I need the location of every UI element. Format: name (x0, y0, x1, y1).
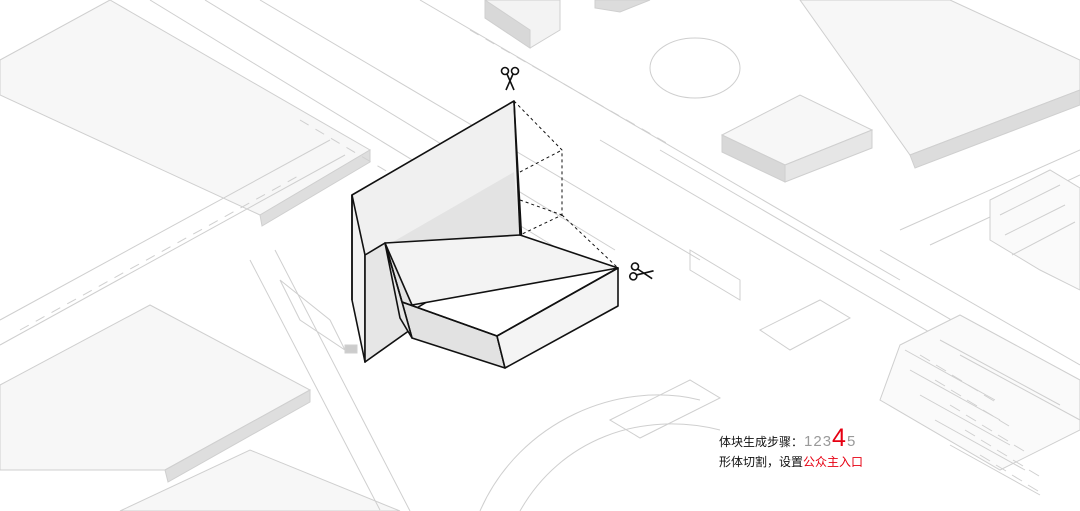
scissors-icon (500, 66, 520, 91)
site-feature (279, 279, 347, 352)
context-building-bottom-left (119, 449, 401, 511)
road-line (899, 149, 1080, 231)
scissors-icon (628, 262, 654, 281)
road-line (519, 423, 721, 511)
step-number-1: 1 (804, 433, 813, 450)
cut-line-right (561, 214, 619, 269)
road-line (249, 259, 381, 511)
cut-line-left (519, 199, 563, 216)
step-number-3: 3 (822, 433, 832, 450)
site-feature (344, 344, 358, 354)
lane-marking (469, 29, 671, 146)
site-feature (608, 379, 722, 439)
context-building-lower-left (0, 304, 312, 471)
roundabout (649, 37, 741, 99)
step-number-2: 2 (813, 433, 822, 450)
road-line (204, 0, 616, 251)
step-number-5: 5 (846, 433, 856, 450)
volume-low-block-front (401, 301, 506, 369)
cut-line-top (513, 100, 563, 236)
context-building-lower-left-side (164, 389, 311, 483)
road-line (419, 0, 901, 281)
housing-grid (879, 169, 1080, 496)
road-line (0, 154, 346, 346)
step-number-4-active: 4 (832, 424, 846, 452)
context-building-top-side (484, 0, 531, 49)
step-description-text: 形体切割，设置 (719, 455, 804, 469)
context-building-right-side (909, 89, 1080, 169)
context-building-mid-right-front (784, 129, 873, 183)
site-feature (759, 299, 852, 351)
volume-edge (513, 100, 521, 236)
building-volume (351, 100, 619, 369)
step-label: 体块生成步骤： (719, 435, 804, 449)
site-feature (689, 249, 741, 301)
road-line (0, 139, 331, 321)
road-line (879, 249, 1080, 366)
step-description-highlight: 公众主入口 (803, 455, 864, 469)
lane-marking (19, 174, 301, 331)
context-building-left-side (259, 149, 371, 227)
volume-edge (384, 242, 619, 337)
cut-line-mid (519, 149, 563, 173)
step-description: 形体切割，设置公众主入口 (719, 453, 863, 470)
context-building-top-right (594, 0, 651, 13)
road-line (479, 394, 701, 511)
step-row: 体块生成步骤：12345 (719, 424, 856, 452)
